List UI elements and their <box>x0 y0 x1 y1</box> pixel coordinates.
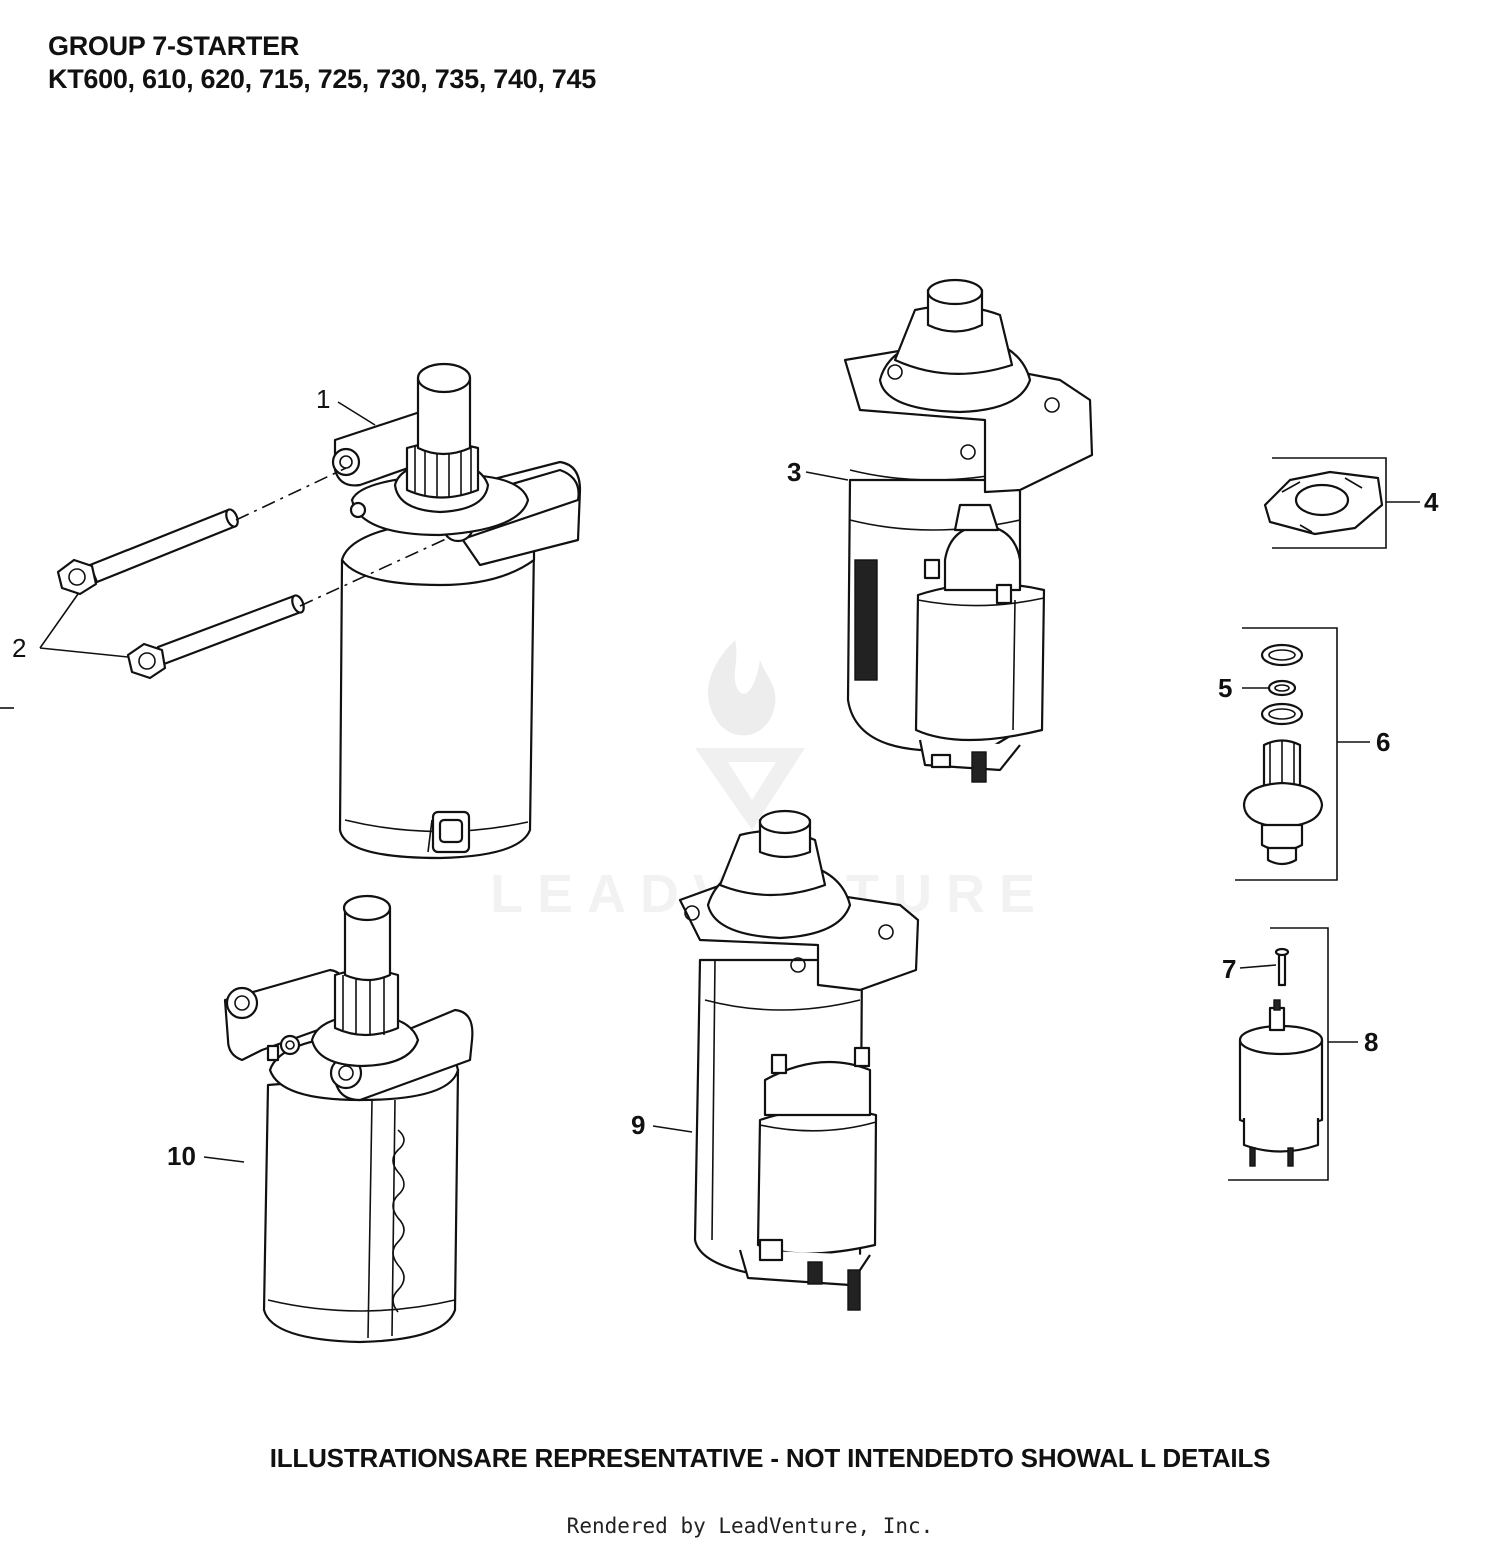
callout-4: 4 <box>1424 487 1439 517</box>
drive-kit-part-6 <box>1235 627 1338 881</box>
solenoid-kit-part-8 <box>1228 927 1329 1181</box>
title-group: GROUP 7-STARTER <box>48 31 300 61</box>
title-models: KT600, 610, 620, 715, 725, 730, 735, 740… <box>48 64 596 94</box>
callout-6: 6 <box>1376 727 1390 757</box>
disclaimer-text: ILLUSTRATIONSARE REPRESENTATIVE - NOT IN… <box>269 1443 1271 1473</box>
callout-7: 7 <box>1222 954 1236 984</box>
clip-part-4 <box>1263 457 1387 549</box>
callout-10: 10 <box>167 1141 196 1171</box>
callout-8: 8 <box>1364 1027 1378 1057</box>
bolts-part-2 <box>56 467 449 680</box>
callout-1: 1 <box>316 384 330 414</box>
starter-motor-part-3 <box>843 278 1094 783</box>
leader-lines <box>0 401 1420 1163</box>
callout-5: 5 <box>1218 673 1232 703</box>
callout-2: 2 <box>12 633 26 663</box>
diagram-title: GROUP 7-STARTER KT600, 610, 620, 715, 72… <box>48 30 596 96</box>
starter-motor-part-10 <box>223 894 474 1344</box>
starter-motor-part-9 <box>678 809 920 1311</box>
starter-motor-part-1 <box>331 362 582 860</box>
footer-credit: Rendered by LeadVenture, Inc. <box>566 1514 934 1538</box>
callout-3: 3 <box>787 457 801 487</box>
callout-9: 9 <box>631 1110 645 1140</box>
